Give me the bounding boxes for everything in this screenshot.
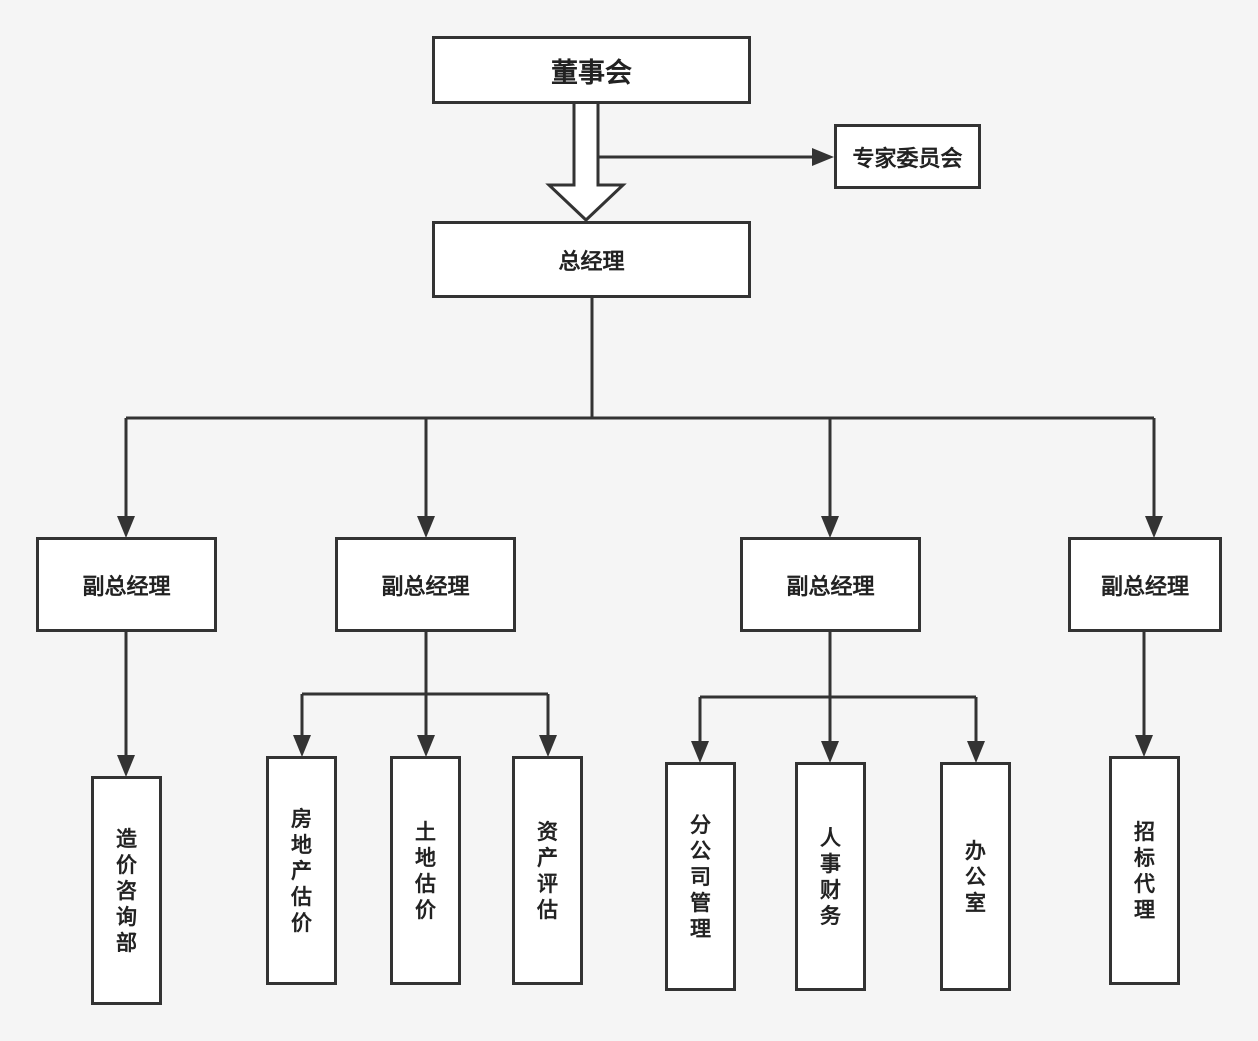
department-label: 资产评估 (537, 819, 558, 922)
general-manager-box: 总经理 (432, 221, 751, 298)
department-box: 招标代理 (1109, 756, 1180, 985)
department-label: 房地产估价 (291, 806, 312, 935)
department-label: 人事财务 (820, 825, 841, 928)
deputy-box-1: 副总经理 (36, 537, 217, 632)
board-label: 董事会 (551, 57, 632, 89)
department-label: 办公室 (965, 838, 986, 915)
expert-committee-label: 专家委员会 (852, 146, 963, 172)
department-box: 分公司管理 (665, 762, 736, 991)
department-box: 房地产估价 (266, 756, 337, 985)
department-box: 资产评估 (512, 756, 583, 985)
deputy-box-2: 副总经理 (335, 537, 516, 632)
board-box: 董事会 (432, 36, 751, 104)
deputy-box-4: 副总经理 (1068, 537, 1222, 632)
department-label: 造价咨询部 (116, 826, 137, 955)
arrowheads (117, 516, 1163, 777)
department-box: 办公室 (940, 762, 1011, 991)
deputy-label: 副总经理 (1100, 574, 1189, 600)
department-box: 人事财务 (795, 762, 866, 991)
deputy-label: 副总经理 (82, 574, 171, 600)
department-label: 分公司管理 (690, 812, 711, 941)
deputy-label: 副总经理 (381, 574, 470, 600)
department-label: 招标代理 (1134, 819, 1155, 922)
department-label: 土地估价 (415, 819, 436, 922)
expert-committee-box: 专家委员会 (834, 124, 981, 189)
board-to-gm-arrow (545, 103, 627, 223)
general-manager-label: 总经理 (558, 249, 625, 275)
committee-arrowhead (812, 148, 834, 166)
deputy-label: 副总经理 (786, 574, 875, 600)
deputy-box-3: 副总经理 (740, 537, 921, 632)
department-box: 土地估价 (390, 756, 461, 985)
department-box: 造价咨询部 (91, 776, 162, 1005)
